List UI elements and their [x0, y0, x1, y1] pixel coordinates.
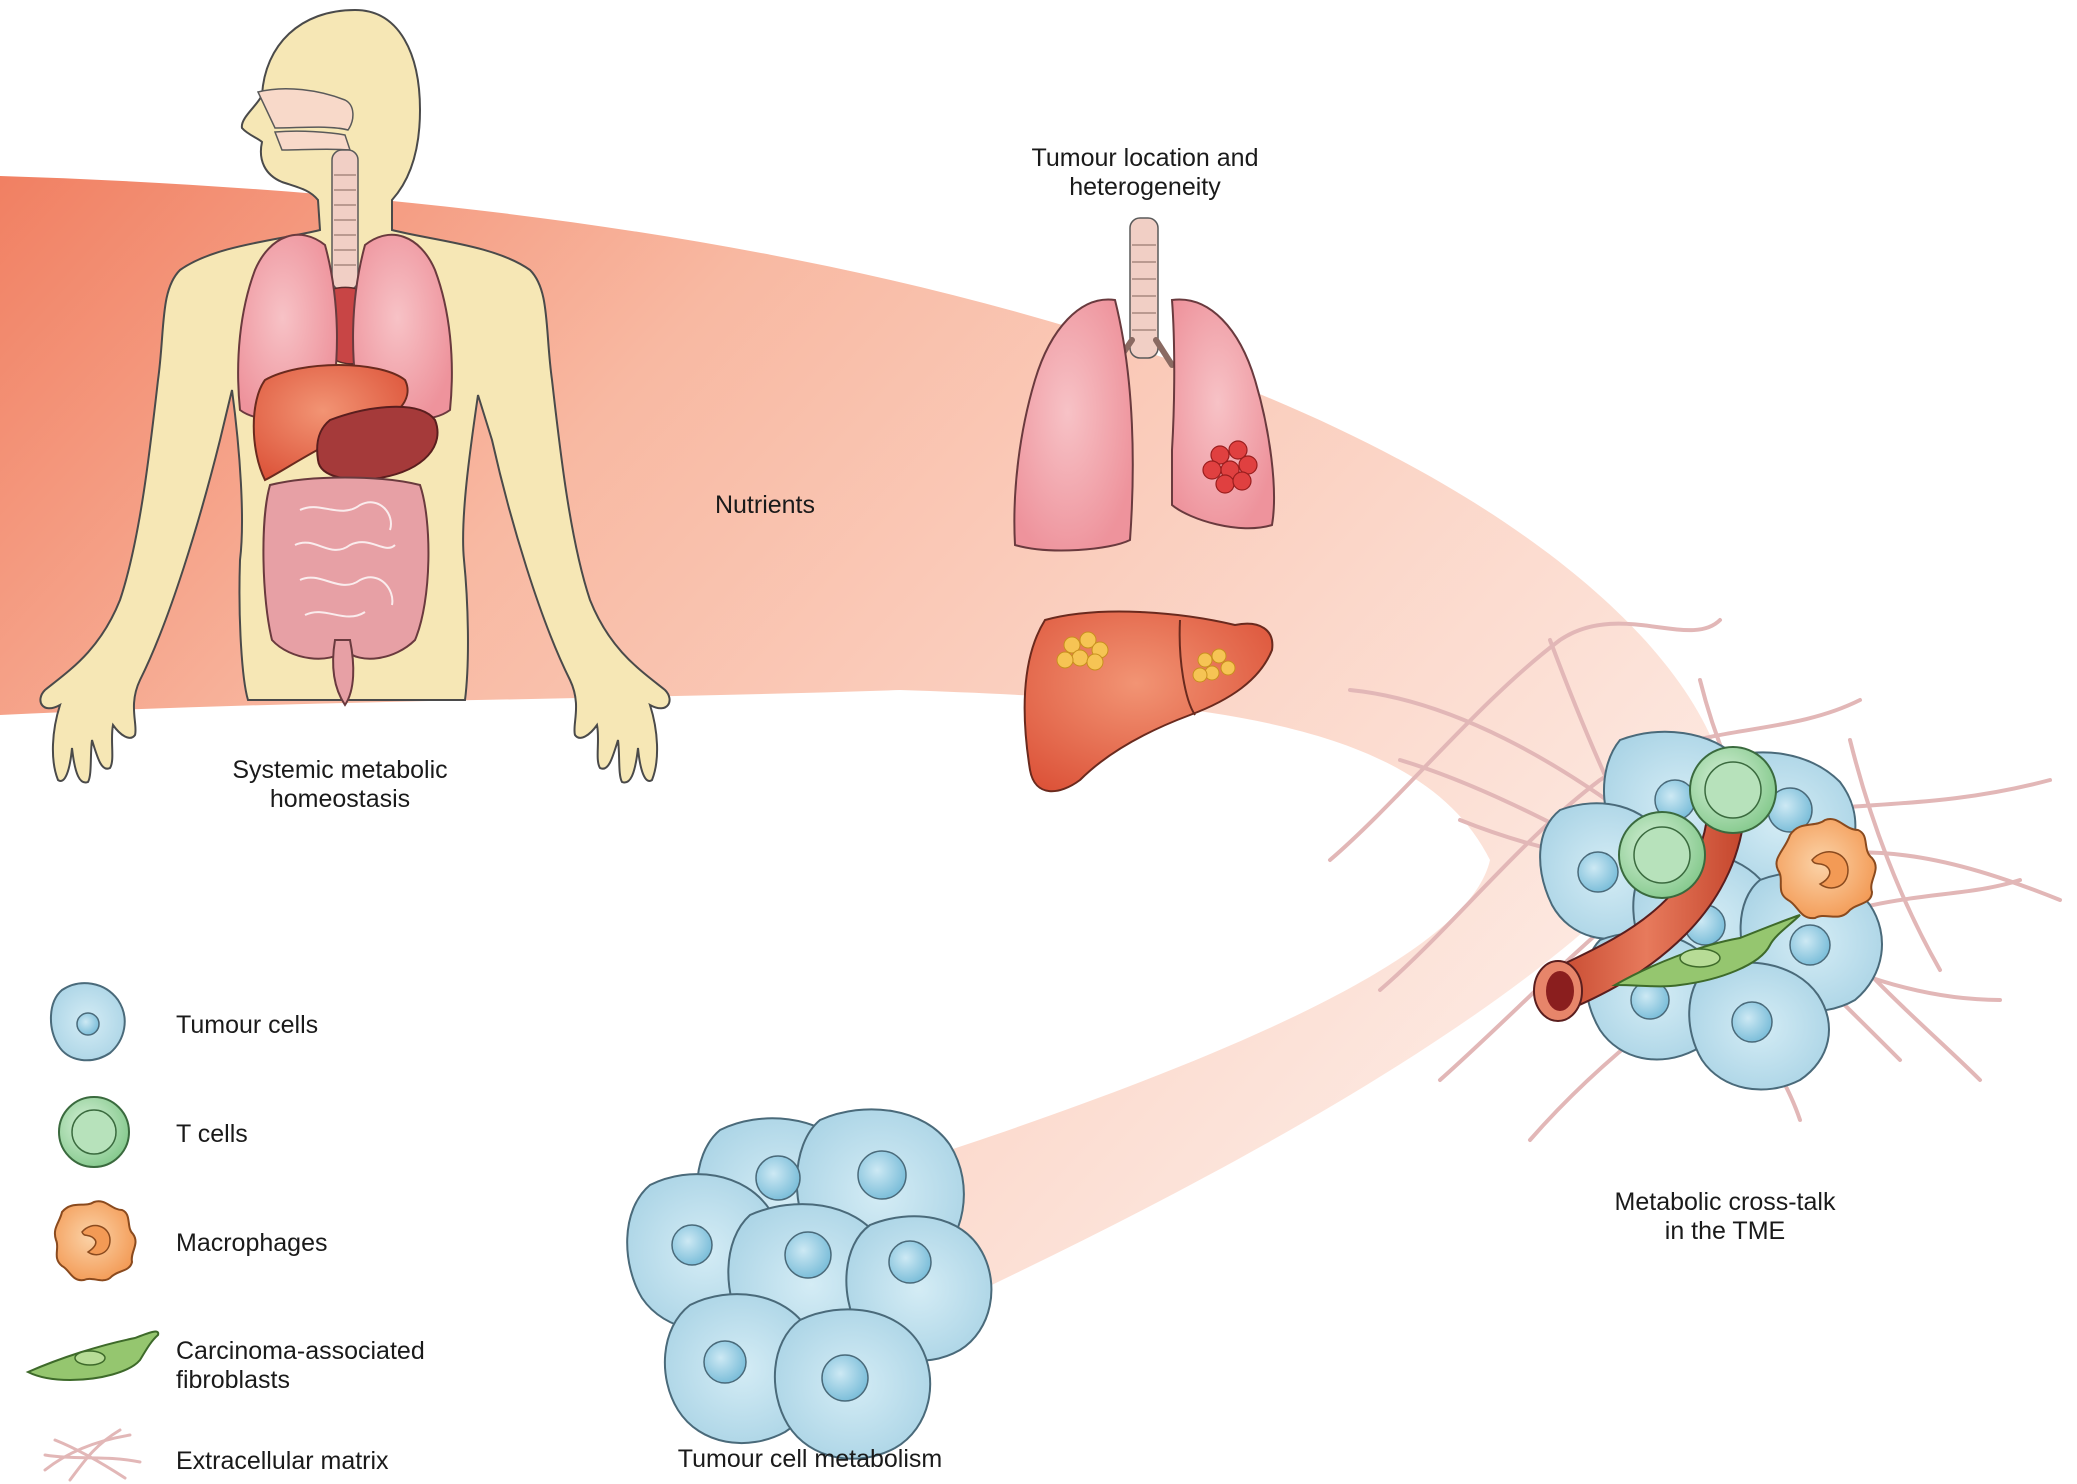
lung-tumour [1202, 440, 1258, 494]
liver-tumour-2 [1192, 648, 1236, 683]
systemic-homeostasis-label: Systemic metabolic homeostasis [200, 756, 480, 814]
tumour-location-line-1: Tumour location and [1031, 144, 1259, 172]
liver-tumour-1 [1056, 631, 1109, 671]
fibroblast-icon [25, 1330, 160, 1382]
human-body [39, 8, 671, 784]
systemic-label-line-2: homeostasis [269, 785, 411, 813]
legend-label: fibroblasts [176, 1366, 290, 1394]
tme-cluster [1328, 618, 2062, 1142]
tumour-cell-metabolism-label: Tumour cell metabolism [640, 1445, 980, 1474]
tme-macrophage [1775, 818, 1877, 920]
tme-t-cells [1618, 746, 1777, 899]
legend-label: Carcinoma-associated [176, 1337, 425, 1365]
nutrients-text: Nutrients [714, 491, 816, 519]
legend-item-t-cells: T cells [176, 1120, 248, 1149]
tumour-location-label: Tumour location and heterogeneity [990, 144, 1300, 202]
tumour-cell-icon [49, 982, 126, 1062]
legend-label: Macrophages [176, 1229, 328, 1257]
metabolic-crosstalk-label: Metabolic cross-talk in the TME [1580, 1188, 1870, 1246]
legend-label: Extracellular matrix [176, 1447, 389, 1475]
macrophage-icon [53, 1200, 137, 1282]
crosstalk-line-2: in the TME [1664, 1217, 1786, 1245]
legend-icons [25, 982, 160, 1482]
legend-item-macrophages: Macrophages [176, 1229, 327, 1258]
nutrients-label: Nutrients [690, 491, 840, 520]
extracellular-matrix-icon [43, 1428, 142, 1482]
tumour-metabolism-text: Tumour cell metabolism [677, 1445, 943, 1473]
legend-label: Tumour cells [176, 1011, 319, 1039]
t-cell-icon [58, 1096, 130, 1168]
systemic-label-line-1: Systemic metabolic [232, 756, 448, 784]
tumour-location-line-2: heterogeneity [1069, 173, 1221, 201]
crosstalk-line-1: Metabolic cross-talk [1614, 1188, 1836, 1216]
legend-item-tumour-cells: Tumour cells [176, 1011, 318, 1040]
lungs-with-tumour [1013, 217, 1276, 552]
legend-item-extracellular-matrix: Extracellular matrix [176, 1447, 389, 1476]
liver-with-tumour [1023, 610, 1274, 793]
legend-item-fibroblasts: Carcinoma-associated fibroblasts [176, 1337, 425, 1395]
tumour-cell-cluster [626, 1108, 993, 1460]
legend-label: T cells [176, 1120, 248, 1148]
